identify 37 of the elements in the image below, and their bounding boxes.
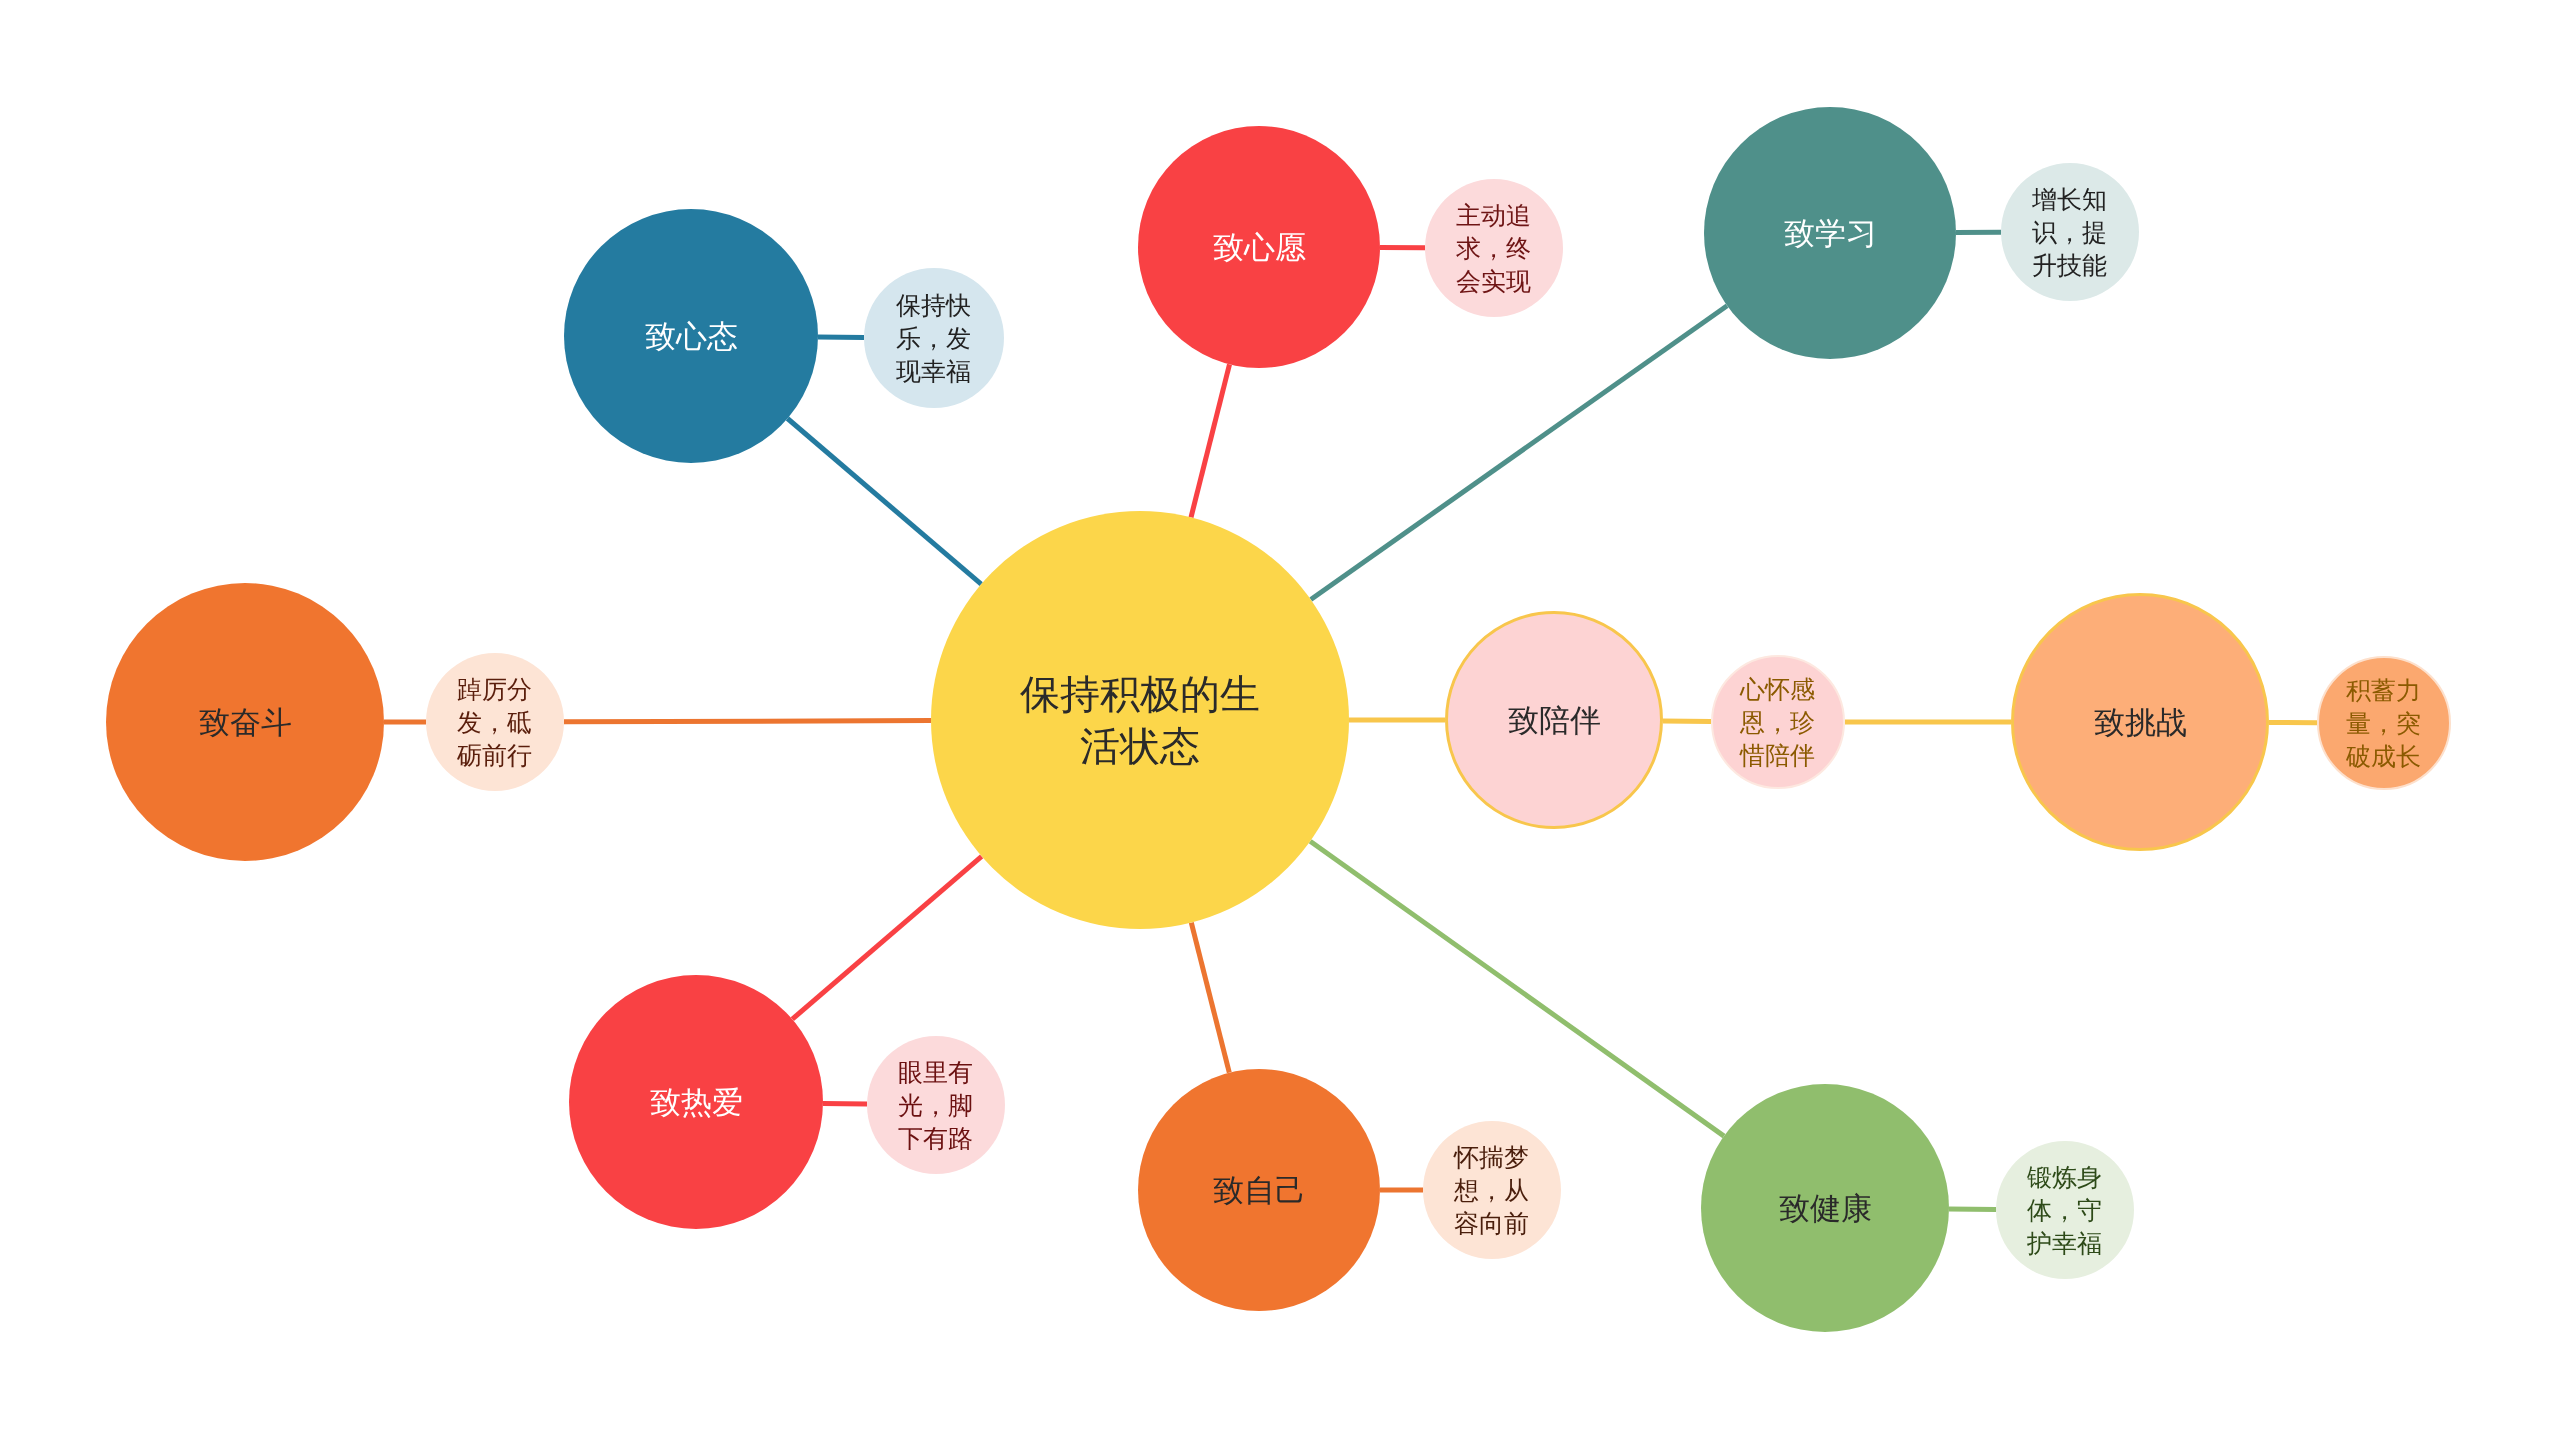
connector-line — [822, 1101, 868, 1107]
connector-line — [1948, 1206, 1996, 1212]
connector-line — [1380, 245, 1425, 251]
connector-line — [790, 854, 984, 1022]
connector-line — [1956, 229, 2001, 235]
note-text: 保持快乐，发现幸福 — [895, 289, 972, 388]
connector-line — [1349, 717, 1445, 723]
connector-line — [384, 719, 426, 725]
note-text: 主动追求，终会实现 — [1455, 199, 1532, 298]
connector-line — [1188, 363, 1232, 518]
topic-text: 致陪伴 — [1507, 700, 1601, 740]
note-text: 怀揣梦想，从容向前 — [1453, 1141, 1530, 1240]
note-text: 心怀感恩，珍惜陪伴 — [1739, 673, 1816, 772]
note-text: 锻炼身体，守护幸福 — [2026, 1161, 2103, 1260]
topic-text: 致心态 — [644, 316, 738, 356]
connector-line — [1309, 303, 1729, 602]
topic-text: 致健康 — [1778, 1188, 1872, 1228]
note-text: 积蓄力量，突破成长 — [2345, 674, 2422, 773]
connector-line — [1845, 719, 2011, 725]
topic-text: 致热爱 — [649, 1082, 743, 1122]
note-text: 增长知识，提升技能 — [2031, 183, 2108, 282]
topic-text: 致奋斗 — [198, 702, 292, 742]
topic-text: 致自己 — [1212, 1170, 1306, 1210]
note-text: 眼里有光，脚下有路 — [897, 1056, 974, 1155]
connector-line — [1188, 922, 1232, 1074]
connector-line — [1308, 839, 1726, 1139]
topic-text: 致学习 — [1783, 213, 1877, 253]
connector-line — [1380, 1187, 1423, 1193]
note-text: 踔厉分发，砥砺前行 — [456, 673, 533, 772]
topic-text: 致心愿 — [1212, 227, 1306, 267]
connector-line — [1663, 718, 1711, 724]
connector-line — [817, 334, 864, 340]
central-topic-text: 保持积极的生活状态 — [1019, 670, 1261, 771]
connector-line — [2269, 720, 2317, 726]
connector-line — [785, 416, 983, 587]
topic-text: 致挑战 — [2093, 702, 2187, 742]
connector-line — [564, 718, 931, 725]
